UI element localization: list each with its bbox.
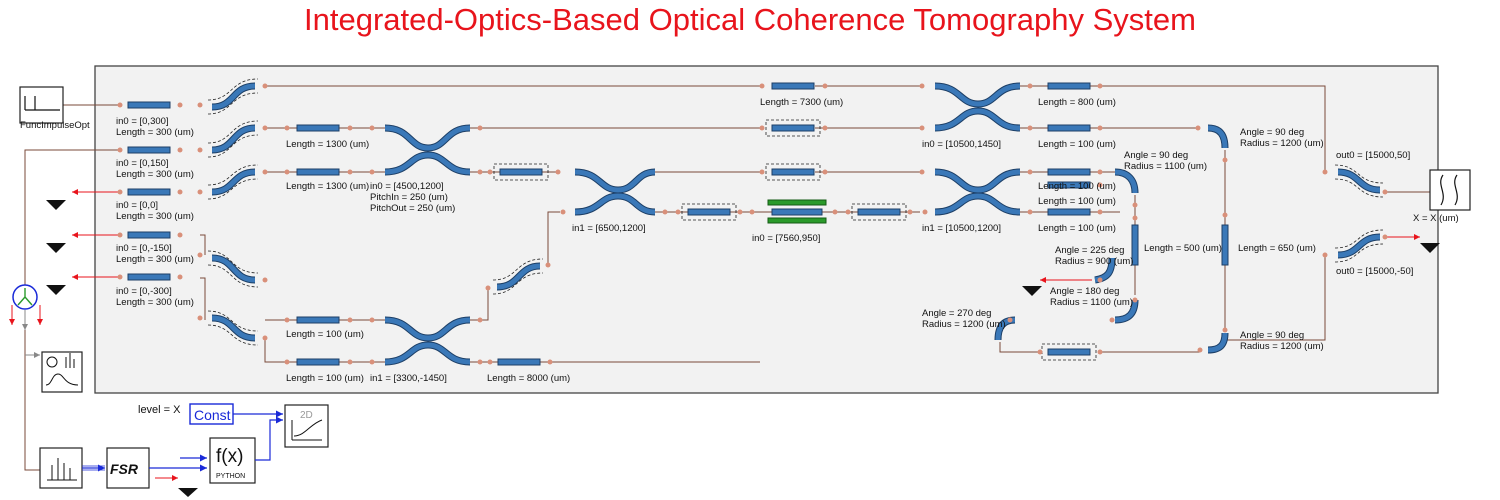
fsr-label: FSR [110, 461, 139, 477]
label-in-0-150: in0 = [0,150] [116, 158, 169, 169]
label-len-650: Length = 650 (um) [1238, 243, 1316, 254]
label-len-300-d: Length = 300 (um) [116, 254, 194, 265]
splitter-block[interactable] [12, 284, 38, 310]
label-out-15000-50: out0 = [15000,50] [1336, 150, 1410, 161]
plot-2d-label: 2D [300, 410, 313, 421]
label-angle270: Angle = 270 deg [922, 308, 991, 319]
ports [117, 83, 1388, 365]
python-label: PYTHON [216, 473, 245, 480]
label-radius1100-a: Radius = 1100 (um) [1124, 161, 1207, 172]
label-len-500: Length = 500 (um) [1144, 243, 1222, 254]
label-len-300-b: Length = 300 (um) [116, 169, 194, 180]
plot-2d-block[interactable] [284, 404, 329, 448]
label-angle225: Angle = 225 deg [1055, 245, 1124, 256]
label-in-0-300: in0 = [0,300] [116, 116, 169, 127]
label-len-100-b: Length = 100 (um) [1038, 181, 1116, 192]
label-radius1200-b: Radius = 1200 (um) [922, 319, 1006, 330]
diagram-title: Integrated-Optics-Based Optical Coherenc… [304, 2, 1196, 37]
label-radius1200-c: Radius = 1200 (um) [1240, 341, 1324, 352]
level-label: level = X [138, 404, 181, 416]
label-len-7300: Length = 7300 (um) [760, 97, 843, 108]
label-in-0-m150: in0 = [0,-150] [116, 243, 172, 254]
label-len-100-c: Length = 100 (um) [1038, 196, 1116, 207]
label-in-3300: in1 = [3300,-1450] [370, 373, 447, 384]
label-radius1200-a: Radius = 1200 (um) [1240, 138, 1324, 149]
label-len-1300-b: Length = 1300 (um) [286, 181, 369, 192]
sweep-block[interactable] [1429, 169, 1471, 211]
python-block[interactable] [209, 437, 256, 484]
label-angle90-1200-a: Angle = 90 deg [1240, 127, 1304, 138]
label-len-100-e: Length = 100 (um) [286, 329, 364, 340]
straight-waveguides [127, 82, 1229, 366]
label-len-300-c: Length = 300 (um) [116, 211, 194, 222]
label-pitch-out: PitchOut = 250 (um) [370, 203, 455, 214]
impulse-source-block[interactable] [19, 86, 64, 124]
electrical-wires [82, 410, 283, 472]
label-len-300-e: Length = 300 (um) [116, 297, 194, 308]
label-in-6500: in1 = [6500,1200] [572, 223, 646, 234]
const-label: Const [194, 407, 231, 423]
spectrum-analyzer-block[interactable] [39, 447, 83, 489]
label-in-0-m300: in0 = [0,-300] [116, 286, 172, 297]
ground-symbols [46, 200, 1440, 497]
label-angle90-1100: Angle = 90 deg [1124, 150, 1188, 161]
s-bends [207, 78, 1384, 346]
photonic-circuit-panel [94, 65, 1439, 394]
label-in-4500: in0 = [4500,1200] [370, 181, 444, 192]
label-len-100-f: Length = 100 (um) [286, 373, 364, 384]
label-in-10500-1450: in0 = [10500,1450] [922, 139, 1001, 150]
label-len-100-a: Length = 100 (um) [1038, 139, 1116, 150]
label-in-7560: in0 = [7560,950] [752, 233, 820, 244]
label-len-800: Length = 800 (um) [1038, 97, 1116, 108]
label-angle90-1200-b: Angle = 90 deg [1240, 330, 1304, 341]
label-len-1300-a: Length = 1300 (um) [286, 139, 369, 150]
oscilloscope-block[interactable] [41, 351, 83, 393]
label-radius1100-b: Radius = 1100 (um) [1050, 297, 1133, 308]
source-label: FuncImpulseOpt [20, 120, 90, 131]
label-angle180: Angle = 180 deg [1050, 286, 1119, 297]
label-len-300-a: Length = 300 (um) [116, 127, 194, 138]
label-len-8000: Length = 8000 (um) [487, 373, 570, 384]
directional-couplers [384, 82, 1021, 366]
label-pitch-in: PitchIn = 250 (um) [370, 192, 448, 203]
sweep-label: X = X (um) [1413, 213, 1459, 224]
output-arrows [9, 189, 1420, 481]
label-len-100-d: Length = 100 (um) [1038, 223, 1116, 234]
label-radius900: Radius = 900 (um) [1055, 256, 1133, 267]
label-in-0-0: in0 = [0,0] [116, 200, 158, 211]
component-labels: FuncImpulseOpt in0 = [0,300] Length = 30… [20, 97, 1459, 480]
label-out-15000-m50: out0 = [15000,-50] [1336, 266, 1413, 277]
python-fx-label: f(x) [216, 446, 243, 467]
label-in-10500-1200: in1 = [10500,1200] [922, 223, 1001, 234]
